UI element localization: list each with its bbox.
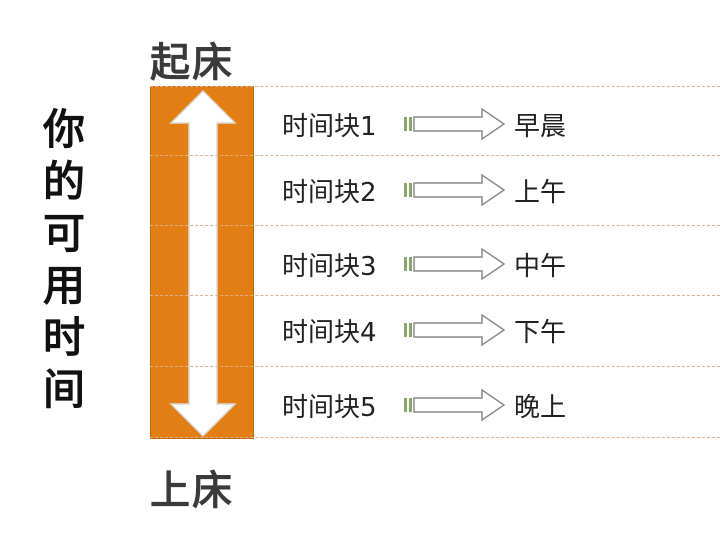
double-arrow-icon	[169, 89, 237, 438]
period-label: 上午	[514, 177, 567, 208]
period-label: 中午	[514, 251, 567, 282]
right-arrow-icon	[404, 173, 506, 207]
time-block-label: 时间块1	[282, 111, 377, 142]
timeline-bar	[150, 86, 254, 439]
time-block-label: 时间块2	[282, 177, 377, 208]
divider-line	[150, 437, 720, 438]
time-block-row: 时间块5 晚上	[282, 385, 566, 425]
side-title-char: 用	[42, 261, 85, 310]
right-arrow-icon	[404, 247, 506, 281]
time-block-label: 时间块5	[282, 392, 377, 423]
side-title-char: 间	[42, 365, 85, 414]
period-label: 晚上	[514, 392, 567, 423]
right-arrow-icon	[404, 313, 506, 347]
period-label: 早晨	[514, 111, 567, 142]
divider-line	[150, 366, 720, 367]
side-title-char: 你	[42, 105, 85, 154]
divider-line	[150, 295, 720, 296]
time-block-label: 时间块4	[282, 317, 377, 348]
time-block-label: 时间块3	[282, 251, 377, 282]
time-block-row: 时间块3 中午	[282, 244, 566, 284]
right-arrow-icon	[404, 388, 506, 422]
divider-line	[150, 86, 720, 87]
right-arrow-icon	[404, 107, 506, 141]
bedtime-label: 上床	[150, 468, 234, 514]
side-title: 你 的 可 用 时 间	[34, 104, 94, 416]
time-block-row: 时间块1 早晨	[282, 104, 566, 144]
wake-up-label: 起床	[150, 40, 234, 86]
side-title-char: 可	[42, 209, 85, 258]
side-title-char: 的	[42, 157, 85, 206]
time-block-row: 时间块4 下午	[282, 310, 566, 350]
divider-line	[150, 155, 720, 156]
divider-line	[150, 225, 720, 226]
time-block-row: 时间块2 上午	[282, 170, 566, 210]
side-title-char: 时	[42, 313, 85, 362]
period-label: 下午	[514, 317, 567, 348]
